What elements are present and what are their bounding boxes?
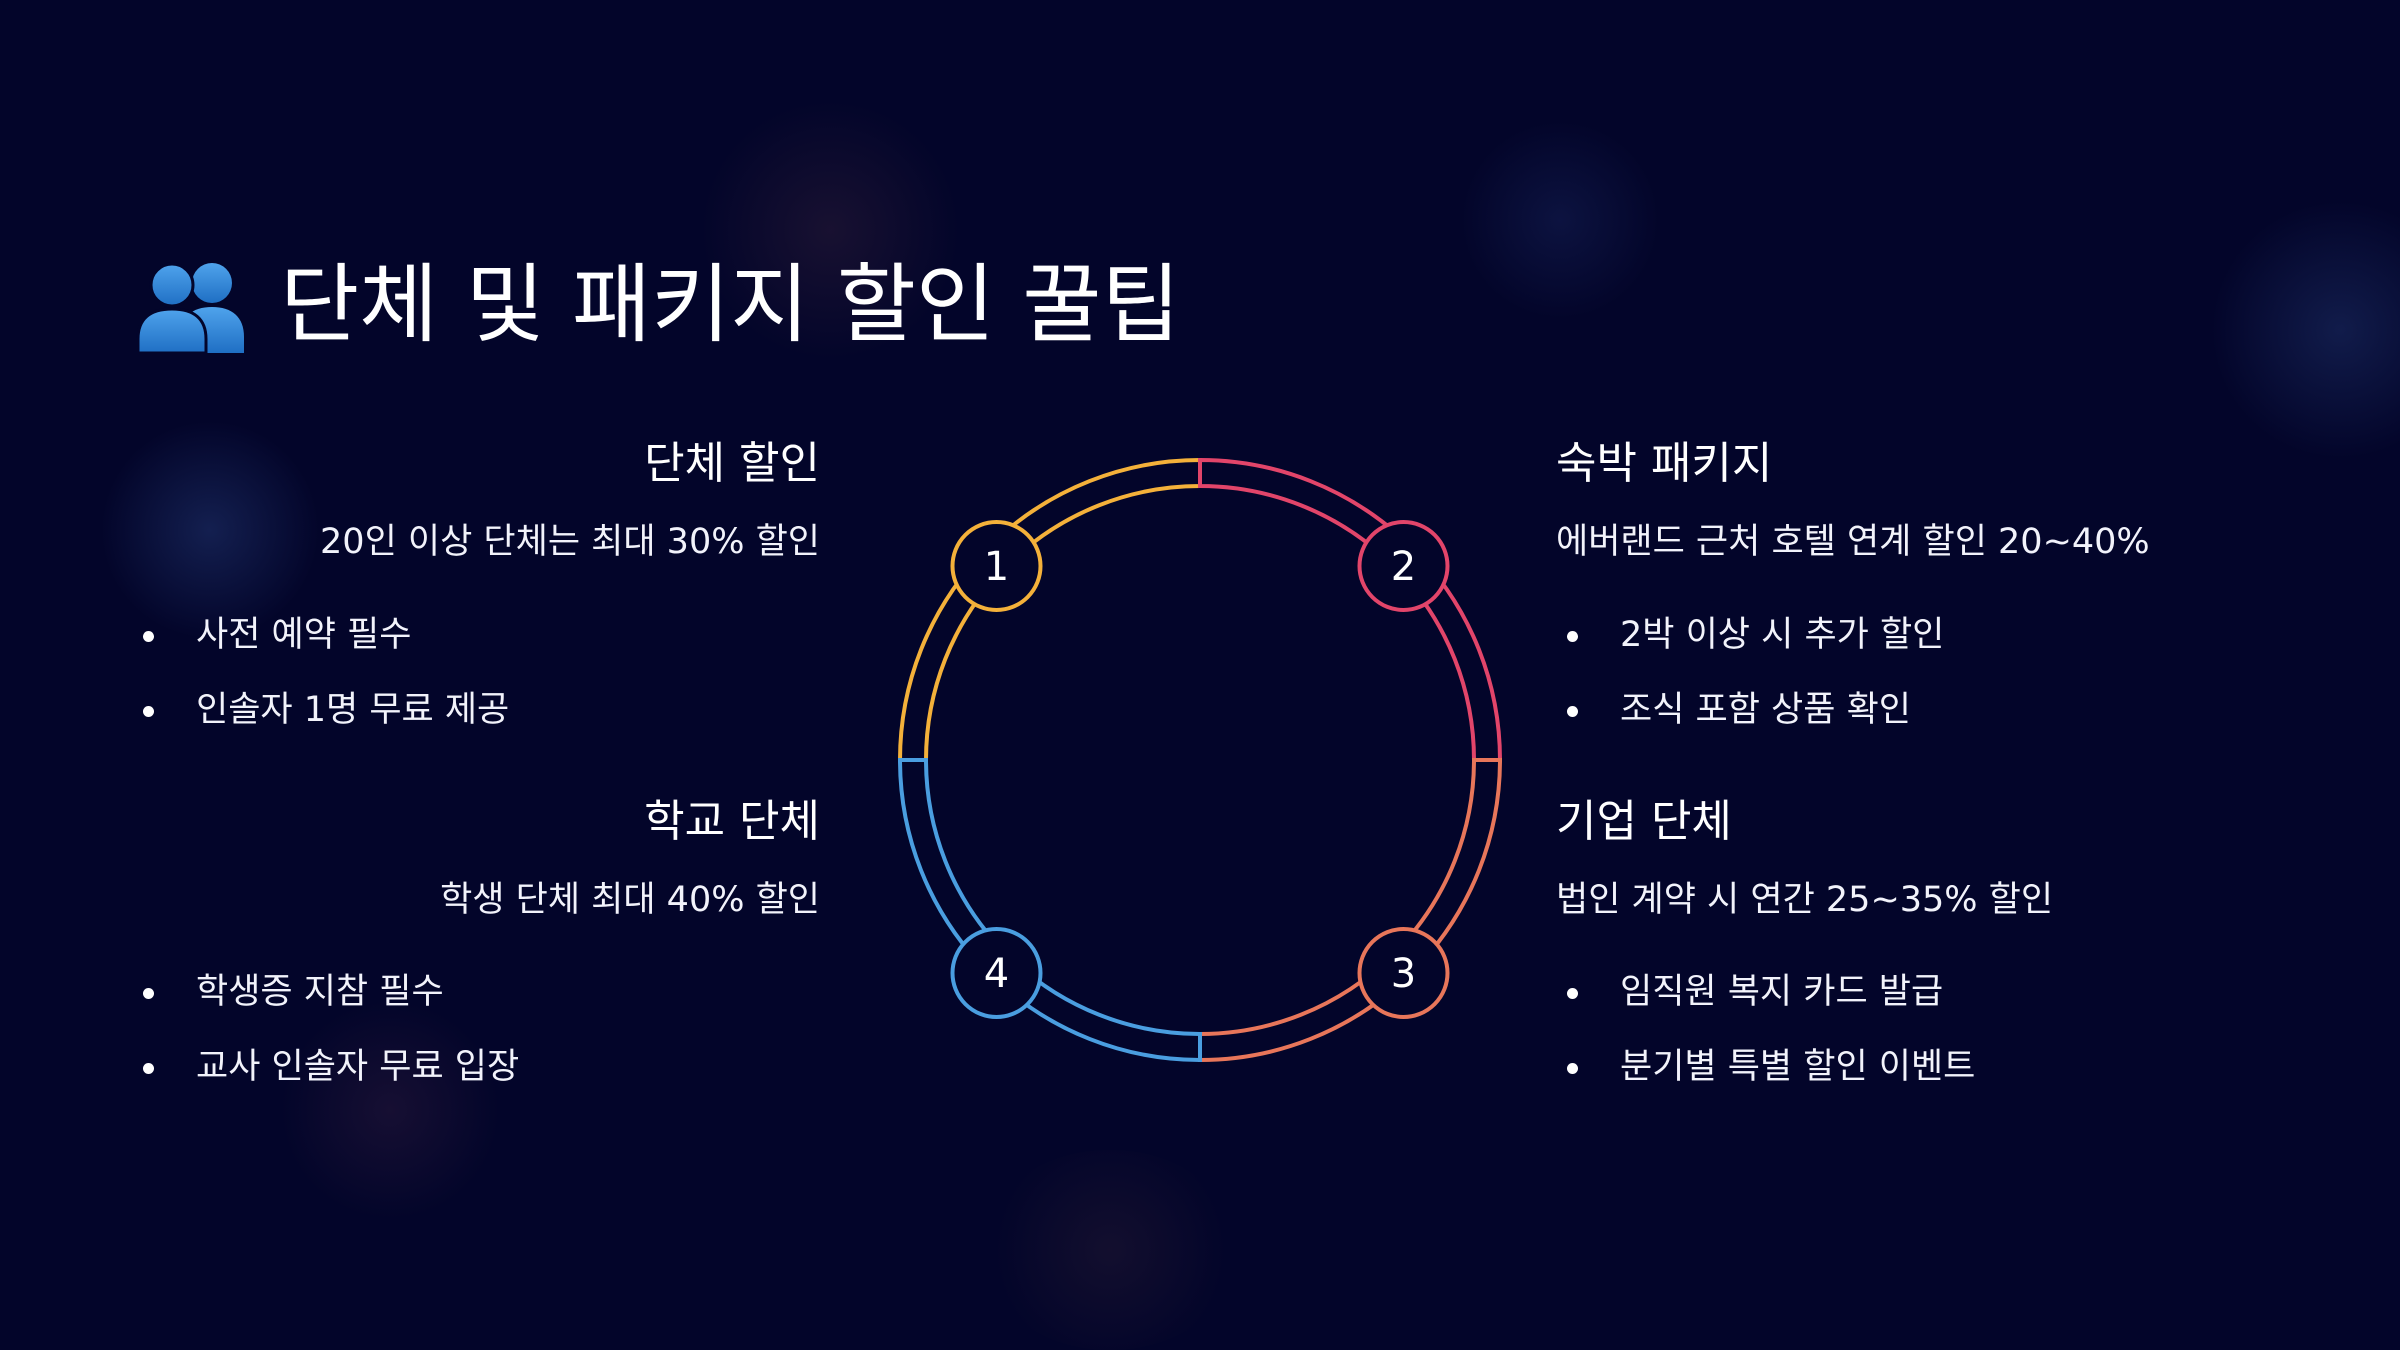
- cycle-node-4: 4: [950, 927, 1043, 1019]
- list-item: 학생증 지참 필수: [136, 968, 519, 1016]
- cycle-segment-1: [897, 457, 1202, 762]
- cycle-segment-2: [1198, 457, 1503, 762]
- background-glow: [1460, 120, 1660, 320]
- section-heading: 단체 할인: [644, 438, 820, 489]
- cycle-node-1: 1: [950, 520, 1043, 612]
- node-number: 1: [984, 544, 1009, 590]
- list-item: 인솔자 1명 무료 제공: [136, 686, 509, 734]
- background-glow: [980, 1150, 1240, 1350]
- cycle-segment-3: [1198, 758, 1503, 1063]
- cycle-diagram: 1 2 3 4: [897, 457, 1503, 1063]
- list-item: 사전 예약 필수: [136, 611, 509, 659]
- cycle-node-2: 2: [1357, 520, 1450, 612]
- list-item: 분기별 특별 할인 이벤트: [1560, 1043, 1975, 1091]
- section-heading: 기업 단체: [1556, 796, 1732, 847]
- section-summary: 학생 단체 최대 40% 할인: [440, 880, 820, 920]
- cycle-node-3: 3: [1357, 927, 1450, 1019]
- section-bullet-list: 2박 이상 시 추가 할인 조식 포함 상품 확인: [1560, 611, 1944, 761]
- section-bullet-list: 임직원 복지 카드 발급 분기별 특별 할인 이벤트: [1560, 968, 1975, 1118]
- section-summary: 에버랜드 근처 호텔 연계 할인 20~40%: [1556, 522, 2150, 562]
- list-item: 교사 인솔자 무료 입장: [136, 1043, 519, 1091]
- section-bullet-list: 학생증 지참 필수 교사 인솔자 무료 입장: [136, 968, 519, 1118]
- page-title-text: 단체 및 패키지 할인 꿀팁: [280, 255, 1181, 355]
- section-group-discount: 단체 할인 20인 이상 단체는 최대 30% 할인: [0, 436, 820, 566]
- people-icon: [136, 262, 244, 353]
- section-summary: 20인 이상 단체는 최대 30% 할인: [320, 522, 820, 562]
- list-item: 임직원 복지 카드 발급: [1560, 968, 1975, 1016]
- list-item: 2박 이상 시 추가 할인: [1560, 611, 1944, 659]
- section-corporate-group: 기업 단체 법인 계약 시 연간 25~35% 할인: [1556, 794, 2376, 924]
- section-stay-package: 숙박 패키지 에버랜드 근처 호텔 연계 할인 20~40%: [1556, 436, 2376, 566]
- node-number: 2: [1391, 544, 1416, 590]
- section-summary: 법인 계약 시 연간 25~35% 할인: [1556, 880, 2054, 920]
- page-title: 단체 및 패키지 할인 꿀팁: [136, 250, 1181, 360]
- background-glow: [2210, 200, 2400, 460]
- node-number: 3: [1391, 951, 1416, 997]
- cycle-segment-4: [897, 758, 1202, 1063]
- section-heading: 숙박 패키지: [1556, 438, 1773, 489]
- section-heading: 학교 단체: [644, 796, 820, 847]
- section-bullet-list: 사전 예약 필수 인솔자 1명 무료 제공: [136, 611, 509, 761]
- section-school-group: 학교 단체 학생 단체 최대 40% 할인: [0, 794, 820, 924]
- list-item: 조식 포함 상품 확인: [1560, 686, 1944, 734]
- node-number: 4: [984, 951, 1009, 997]
